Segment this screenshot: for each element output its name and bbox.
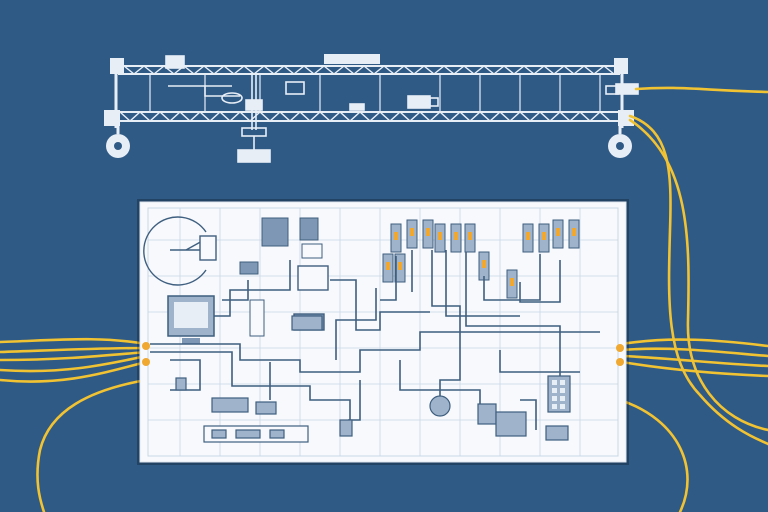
terminal-block (175, 315, 353, 443)
truss-end-block (104, 58, 634, 126)
breaker-row (382, 219, 580, 299)
wiring-traces (150, 250, 600, 430)
rail-wheel-icon (106, 126, 130, 158)
breaker-module (522, 223, 534, 253)
rail-wheel-icon (608, 126, 632, 158)
gantry-truss-icon (112, 60, 626, 128)
relay-module-icon (239, 217, 323, 337)
breaker-module (394, 253, 406, 283)
monitor-icon (167, 295, 215, 344)
gauge-icon (143, 216, 217, 286)
breaker-module (406, 219, 418, 249)
breaker-module (464, 223, 476, 253)
breaker-module (450, 223, 462, 253)
connector-plug (142, 342, 624, 366)
hoist-trolley-icon (165, 55, 639, 163)
motor-icon (477, 403, 527, 437)
breaker-module (506, 269, 518, 299)
breaker-module (434, 223, 446, 253)
breaker-module (552, 219, 564, 249)
top-rail-plate (324, 54, 380, 64)
breaker-module (478, 251, 490, 281)
keypad-icon (545, 375, 571, 441)
gauge-icon (429, 395, 451, 417)
breaker-module (382, 253, 394, 283)
breaker-module (538, 223, 550, 253)
breaker-module (568, 219, 580, 249)
breaker-module (422, 219, 434, 249)
breaker-module (390, 223, 402, 253)
